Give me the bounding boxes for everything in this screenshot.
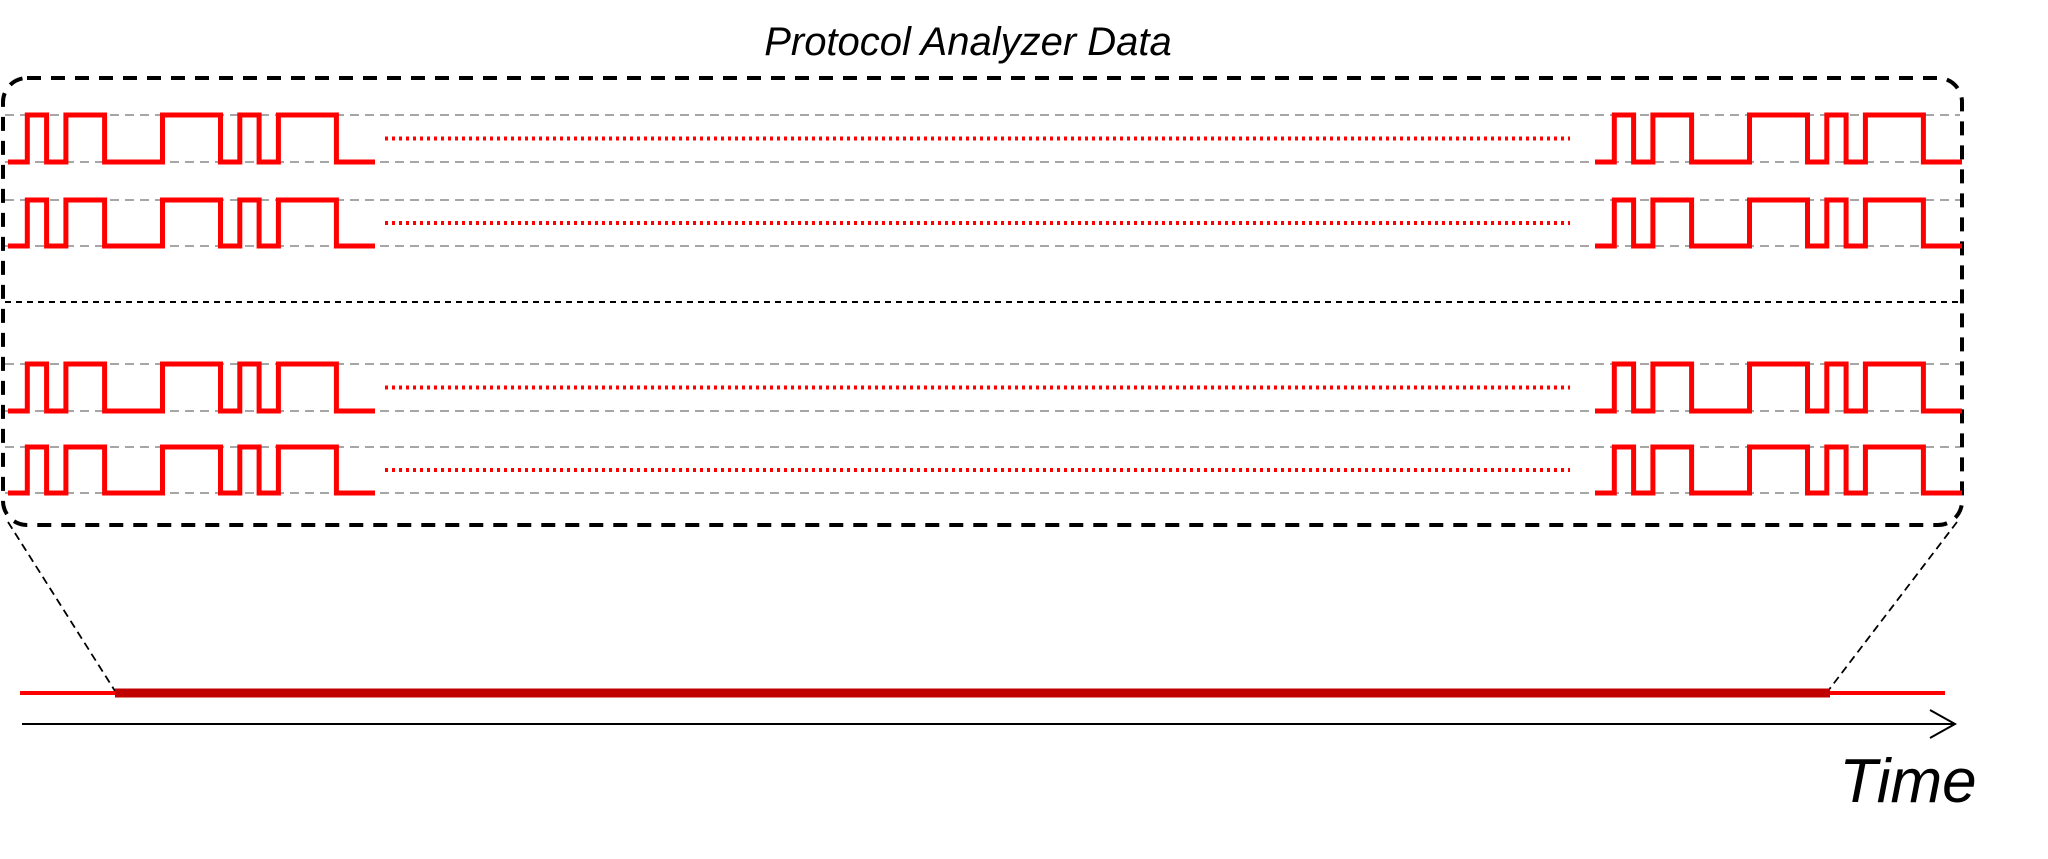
waveform-start bbox=[8, 112, 375, 165]
time-axis-arrowhead bbox=[1929, 709, 1958, 739]
time-axis-label: Time bbox=[1839, 747, 1976, 816]
channel-2 bbox=[5, 197, 1962, 249]
waveform-end bbox=[1595, 112, 1962, 165]
channel-waveforms bbox=[5, 112, 1962, 496]
waveform-start bbox=[8, 444, 375, 496]
zoom-line-right bbox=[1827, 521, 1958, 692]
channel-3 bbox=[5, 361, 1962, 414]
channel-4 bbox=[5, 444, 1962, 496]
waveform-end bbox=[1595, 361, 1962, 414]
waveform-start bbox=[8, 361, 375, 414]
diagram-title: Protocol Analyzer Data bbox=[764, 20, 1172, 64]
capture-frame bbox=[1, 76, 1964, 527]
waveform-end bbox=[1595, 197, 1962, 249]
waveform-end bbox=[1595, 444, 1962, 496]
waveform-start bbox=[8, 197, 375, 249]
zoom-line-left bbox=[7, 521, 116, 692]
channel-1 bbox=[5, 112, 1962, 165]
